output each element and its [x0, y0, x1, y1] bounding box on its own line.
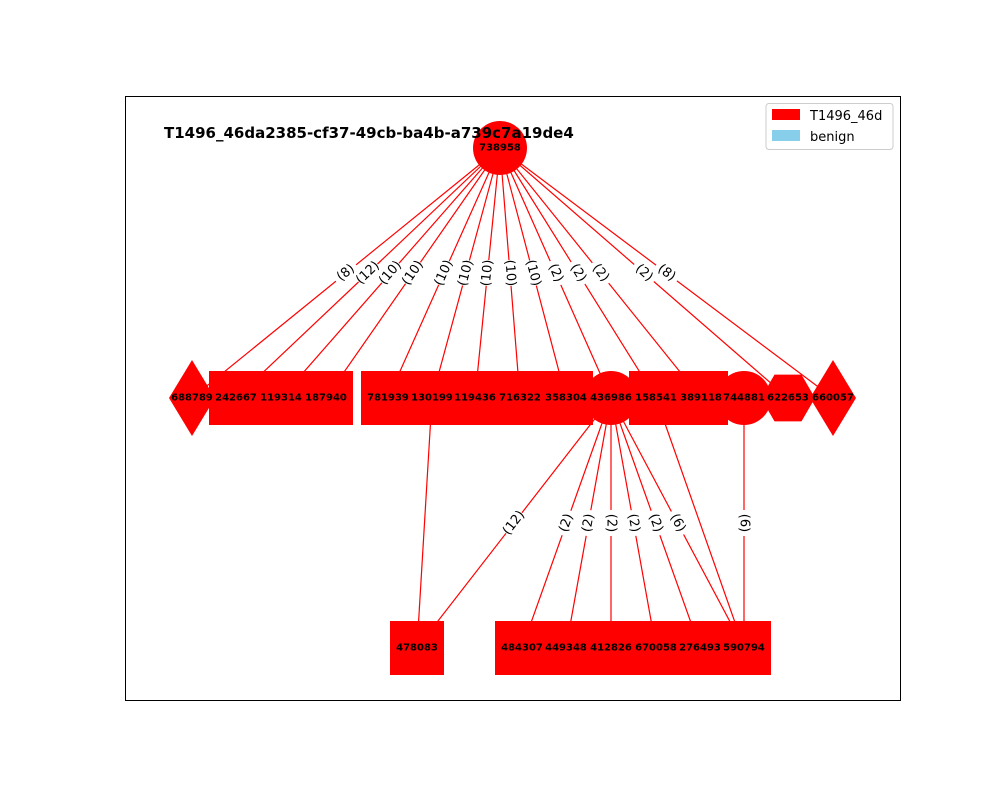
legend: T1496_46d benign — [765, 103, 894, 150]
node-781939-label: 781939 — [367, 393, 409, 404]
node-744881-shape — [717, 371, 771, 425]
edge-label-text: (10) — [479, 259, 497, 287]
edge-label-text: (2) — [604, 514, 619, 532]
node-484307-label: 484307 — [501, 643, 543, 654]
node-449348-label: 449348 — [545, 643, 587, 654]
plot-frame — [125, 96, 901, 701]
edge-label: (10) — [521, 258, 546, 288]
node-242667-label: 242667 — [215, 393, 257, 404]
edge-label-bg — [398, 257, 427, 289]
legend-swatch-attack — [772, 109, 800, 120]
node-660057-label: 660057 — [812, 393, 854, 404]
edge-label-text: (6) — [737, 514, 752, 532]
edge-label-bg — [664, 507, 692, 539]
node-688789-shape — [169, 360, 215, 436]
node-590794-label: 590794 — [723, 643, 765, 654]
edge-label-bg — [430, 257, 457, 289]
edge-label-bg — [586, 257, 616, 289]
edge-label-bg — [628, 257, 660, 288]
edge-label: (2) — [542, 257, 570, 289]
node-622653-shape — [761, 374, 815, 422]
graph-title: T1496_46da2385-cf37-49cb-ba4b-a739c7a19d… — [164, 124, 574, 142]
edge-label: (6) — [664, 507, 692, 539]
edge-label-bg — [500, 259, 521, 287]
node-158541-label: 158541 — [635, 393, 677, 404]
node-187940-label: 187940 — [305, 393, 347, 404]
edge-label-text: (2) — [579, 513, 597, 534]
node-187940-shape — [299, 371, 353, 425]
edge-label-bg — [603, 510, 620, 536]
legend-label-benign: benign — [810, 130, 855, 145]
node-716322-shape — [493, 371, 547, 425]
node-436986-label: 436986 — [590, 393, 632, 404]
edge-label-bg — [477, 259, 497, 287]
edge-label-bg — [623, 508, 645, 538]
node-688789-label: 688789 — [171, 393, 213, 404]
edge-130199-478083 — [416, 397, 433, 649]
edge-label: (6) — [736, 510, 753, 536]
edge-label-bg — [521, 258, 546, 288]
edge-label-bg — [736, 510, 753, 536]
node-478083-shape — [390, 621, 444, 675]
edge-label: (2) — [577, 508, 599, 538]
node-738958-label: 738958 — [479, 143, 521, 154]
edge-label: (2) — [586, 257, 616, 289]
edge-label-bg — [375, 257, 406, 289]
edge-label: (10) — [453, 258, 478, 288]
edge-label-bg — [330, 257, 362, 288]
edge-label-bg — [643, 507, 669, 538]
edge-label: (2) — [553, 507, 579, 538]
edge-label-text: (10) — [522, 258, 543, 288]
edge-label-text: (10) — [501, 259, 518, 287]
node-660057-shape — [810, 360, 856, 436]
edge-label-bg — [498, 507, 529, 539]
node-358304-label: 358304 — [545, 393, 587, 404]
node-738958-shape — [473, 121, 527, 175]
node-119436-label: 119436 — [454, 393, 496, 404]
node-119314-label: 119314 — [260, 393, 302, 404]
edge-label: (10) — [398, 257, 427, 289]
edge-label-bg — [651, 257, 683, 288]
edge-label-bg — [564, 257, 593, 289]
edge-label-text: (10) — [455, 258, 476, 288]
edge-label-bg — [553, 507, 579, 538]
node-622653-label: 622653 — [767, 393, 809, 404]
edge-label: (10) — [500, 259, 521, 287]
edge-label: (10) — [430, 257, 457, 289]
edge-label-text: (2) — [645, 512, 665, 534]
edge-label-bg — [577, 508, 599, 538]
edge-label: (2) — [603, 510, 620, 536]
node-590794-shape — [717, 621, 771, 675]
node-412826-label: 412826 — [590, 643, 632, 654]
edge-label-bg — [542, 257, 570, 289]
edge-label-text: (2) — [545, 262, 566, 285]
node-744881-label: 744881 — [723, 393, 765, 404]
edge-label: (2) — [643, 507, 669, 538]
legend-swatch-benign — [772, 130, 800, 141]
node-436986-shape — [584, 371, 638, 425]
edge-label: (12) — [498, 507, 529, 539]
node-389118-label: 389118 — [680, 393, 722, 404]
node-130199-label: 130199 — [411, 393, 453, 404]
node-276493-label: 276493 — [679, 643, 721, 654]
edge-label-bg — [453, 258, 478, 288]
edge-label: (2) — [623, 508, 645, 538]
node-478083-label: 478083 — [396, 643, 438, 654]
node-670058-label: 670058 — [635, 643, 677, 654]
edge-label: (2) — [564, 257, 593, 289]
edge-158541-590794 — [655, 397, 745, 649]
edge-label-bg — [352, 257, 383, 288]
node-716322-label: 716322 — [499, 393, 541, 404]
edge-label: (10) — [477, 259, 497, 287]
legend-label-attack: T1496_46d — [809, 109, 882, 124]
edge-label-text: (2) — [556, 512, 576, 534]
edge-label-text: (2) — [624, 513, 642, 534]
